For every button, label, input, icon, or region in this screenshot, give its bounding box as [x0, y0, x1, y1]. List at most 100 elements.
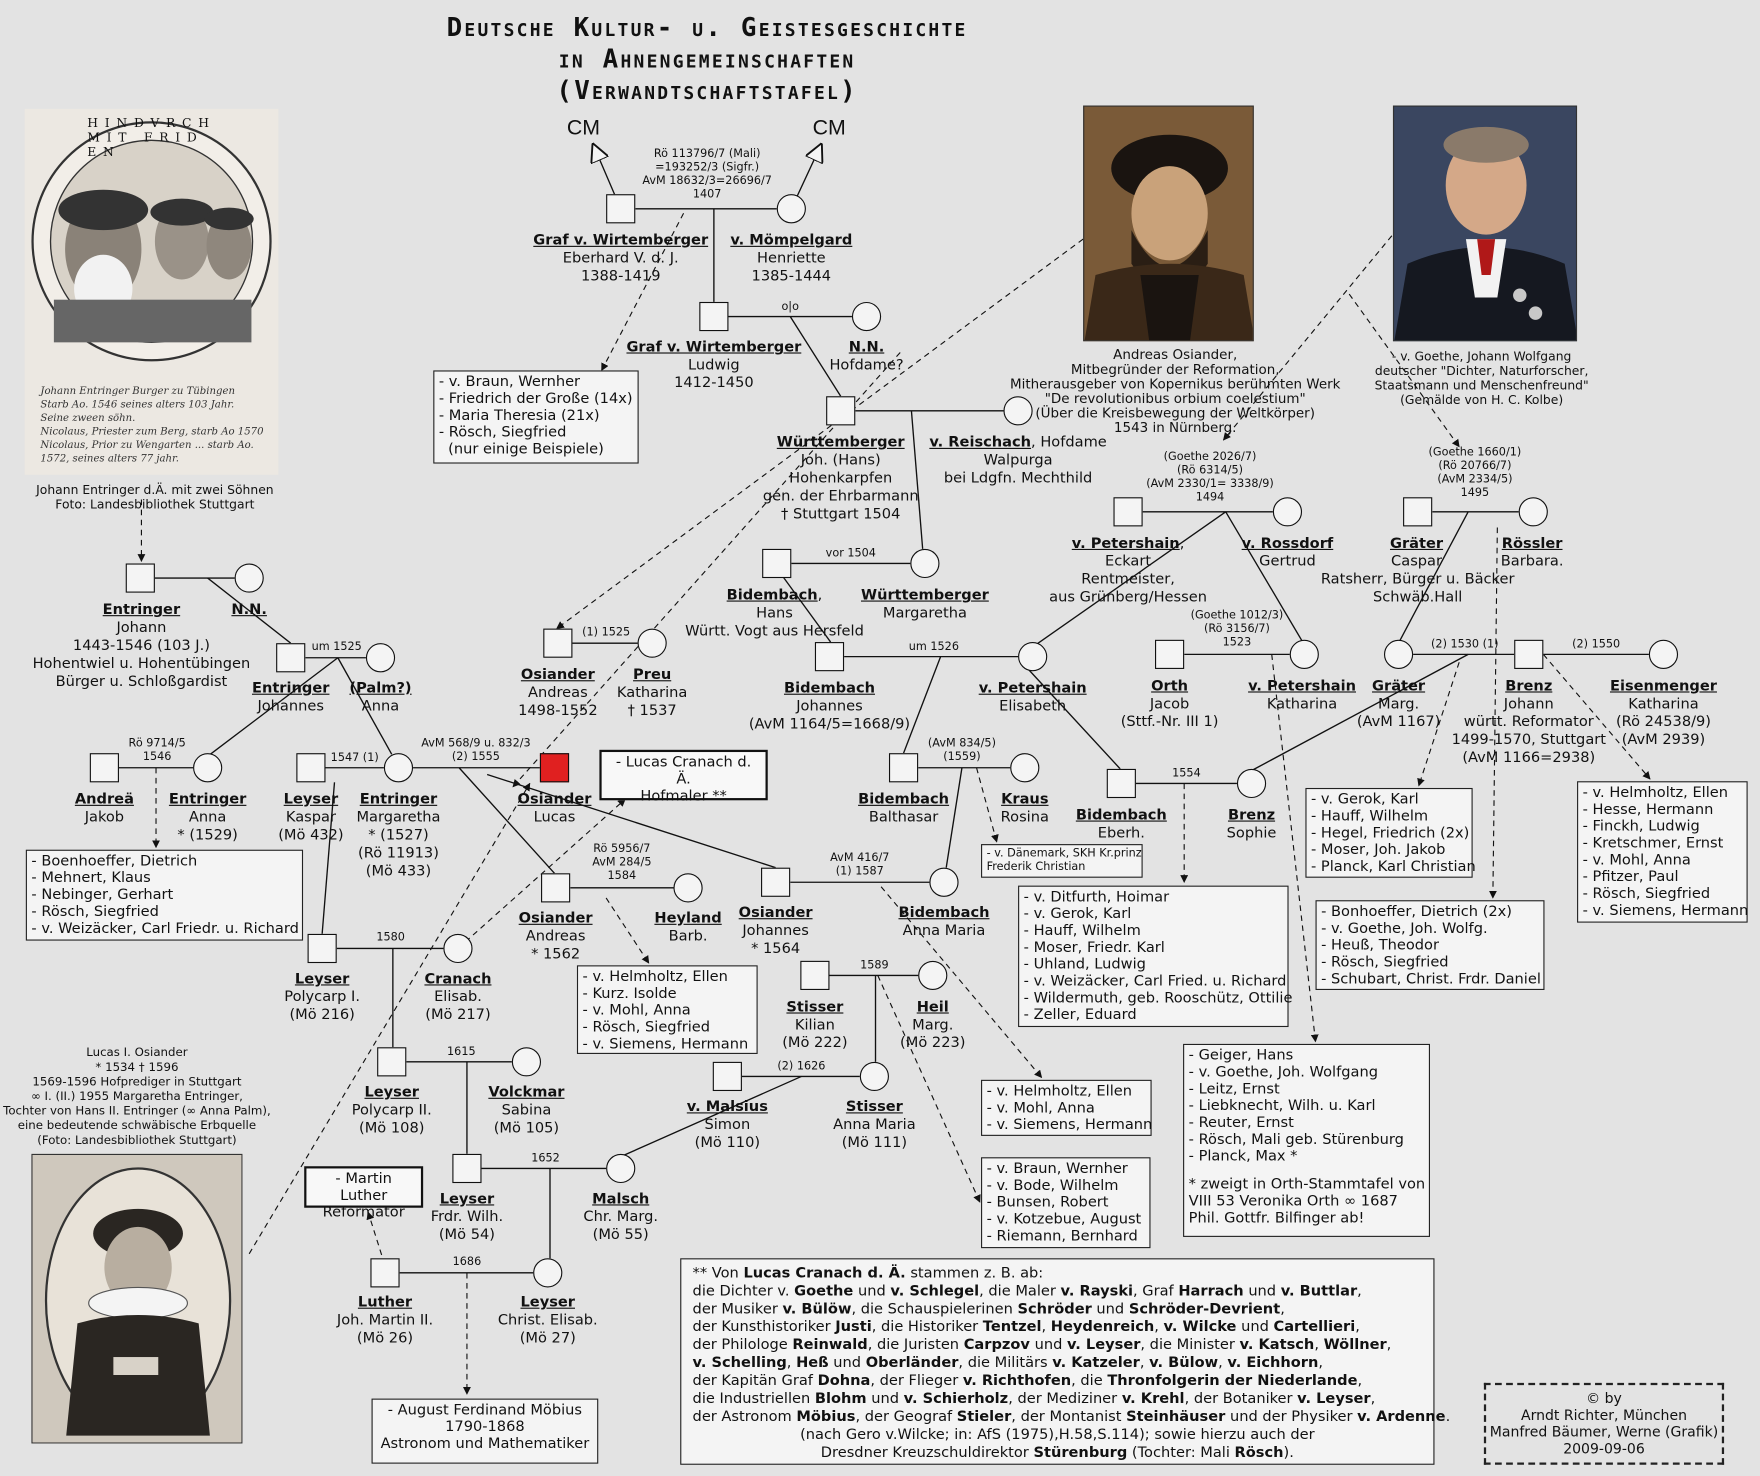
symbol-eberh-b — [1106, 768, 1136, 799]
symbol-marg-heil — [918, 960, 948, 991]
descendants-box-braun2: - v. Braun, Wernher- v. Bode, Wilhelm- B… — [981, 1157, 1151, 1249]
symbol-eberhard — [606, 194, 636, 224]
osiander-portrait-icon — [1084, 106, 1253, 341]
symbol-marg-g — [1383, 639, 1414, 669]
symbol-nn-e — [234, 563, 264, 593]
copyright-box: © by Arndt Richter, München Manfred Bäum… — [1483, 1382, 1725, 1465]
cm-left-label: CM — [566, 116, 601, 141]
mark-1407: Rö 113796/7 (Mali)=193252/3 (Sigfr.)AvM … — [642, 148, 772, 201]
symbol-polycarp2 — [377, 1047, 407, 1077]
mark-1559: (AvM 834/5)(1559) — [927, 737, 996, 764]
descendants-box-helmholtz2: - v. Helmholtz, Ellen- v. Mohl, Anna- v.… — [981, 1079, 1152, 1136]
title-line-3: (Verwandtschaftstafel) — [556, 76, 858, 106]
mark-1526: um 1526 — [908, 640, 959, 654]
osiander-caption: Andreas Osiander, Mitbegründer der Refor… — [1009, 346, 1341, 436]
symbol-christ-elisab — [533, 1258, 563, 1288]
cm-right-label: CM — [812, 116, 846, 141]
lucas-osiander-caption: Lucas I. Osiander * 1534 † 1596 1569-159… — [3, 1046, 271, 1148]
symbol-polycarp1 — [307, 933, 337, 964]
lucas-osiander-portrait-icon — [32, 1155, 242, 1443]
descendants-box-bonhoeffer1: - Boenhoeffer, Dietrich- Mehnert, Klaus-… — [25, 849, 304, 941]
goethe-caption: - v. Goethe, Johann Wolfgang deutscher "… — [1374, 349, 1589, 408]
descendants-box-helmholtz1: - v. Helmholtz, Ellen- Kurz. Isolde- v. … — [576, 965, 758, 1054]
mark-1580: 1580 — [376, 931, 405, 944]
symbol-jakob-a — [89, 753, 119, 783]
entringer-photo-caption: Johann Entringer d.Ä. mit zwei Söhnen Fo… — [36, 482, 274, 512]
person-nn-e: N.N. — [231, 601, 267, 619]
symbol-barbara — [1518, 497, 1548, 527]
symbol-eckart — [1113, 497, 1143, 527]
mark-1504: vor 1504 — [825, 547, 876, 561]
mark-1626: (2) 1626 — [777, 1060, 826, 1074]
symbol-andreas-o1 — [543, 628, 573, 658]
symbol-kaspar-l — [296, 753, 326, 783]
symbol-henriette — [776, 194, 806, 224]
mark-1495: (Goethe 1660/1)(Rö 20766/7)(AvM 2334/5)1… — [1428, 446, 1522, 500]
symbol-lucas-osiander — [539, 753, 570, 783]
symbol-johann-brenz — [1514, 639, 1544, 669]
person-nn-hofdame: N.N.Hofdame? — [829, 338, 904, 374]
descendants-box-braun1: - v. Braun, Wernher- Friedrich der Große… — [433, 370, 639, 464]
mark-1523: (Goethe 1012/3)(Rö 3156/7)1523 — [1190, 609, 1284, 649]
symbol-sabina — [511, 1047, 542, 1077]
symbol-elisab-c — [443, 933, 473, 964]
symbol-johhans — [826, 396, 856, 426]
mark-1615: 1615 — [447, 1046, 476, 1059]
descendants-box-geiger: - Geiger, Hans- v. Goethe, Joh. Wolfgang… — [1183, 1043, 1431, 1237]
symbol-walpurga — [1003, 396, 1033, 426]
mark-olo: o|o — [781, 300, 799, 314]
symbol-anna-palm — [365, 643, 396, 673]
mark-1555: AvM 568/9 u. 832/3(2) 1555 — [421, 737, 531, 764]
descendants-box-helmholtz3: - v. Helmholtz, Ellen- Hesse, Hermann- F… — [1577, 781, 1748, 923]
symbol-andreas-o2 — [541, 873, 571, 903]
mark-1530: (2) 1530 (1) — [1431, 638, 1499, 652]
symbol-johannes-e — [276, 643, 306, 673]
symbol-hans-bidembach — [762, 548, 792, 579]
symbol-katharina-e — [1648, 639, 1679, 669]
entringer-engraving: HINDVRCH MIT FRID EN Johann Entringer Bu… — [24, 108, 279, 475]
descendants-box-ditfurth: - v. Ditfurth, Hoimar- v. Gerok, Karl- H… — [1018, 885, 1292, 1028]
symbol-kilian — [800, 960, 830, 991]
mark-1525b: (1) 1525 — [582, 626, 631, 639]
mark-1686: 1686 — [452, 1256, 482, 1269]
symbol-gertrud — [1272, 497, 1303, 527]
entringer-handwriting: Johann Entringer Burger zu Tübingen Star… — [40, 386, 264, 465]
symbol-elisabeth-p — [1018, 642, 1048, 672]
symbol-annamaria-b — [929, 867, 959, 897]
